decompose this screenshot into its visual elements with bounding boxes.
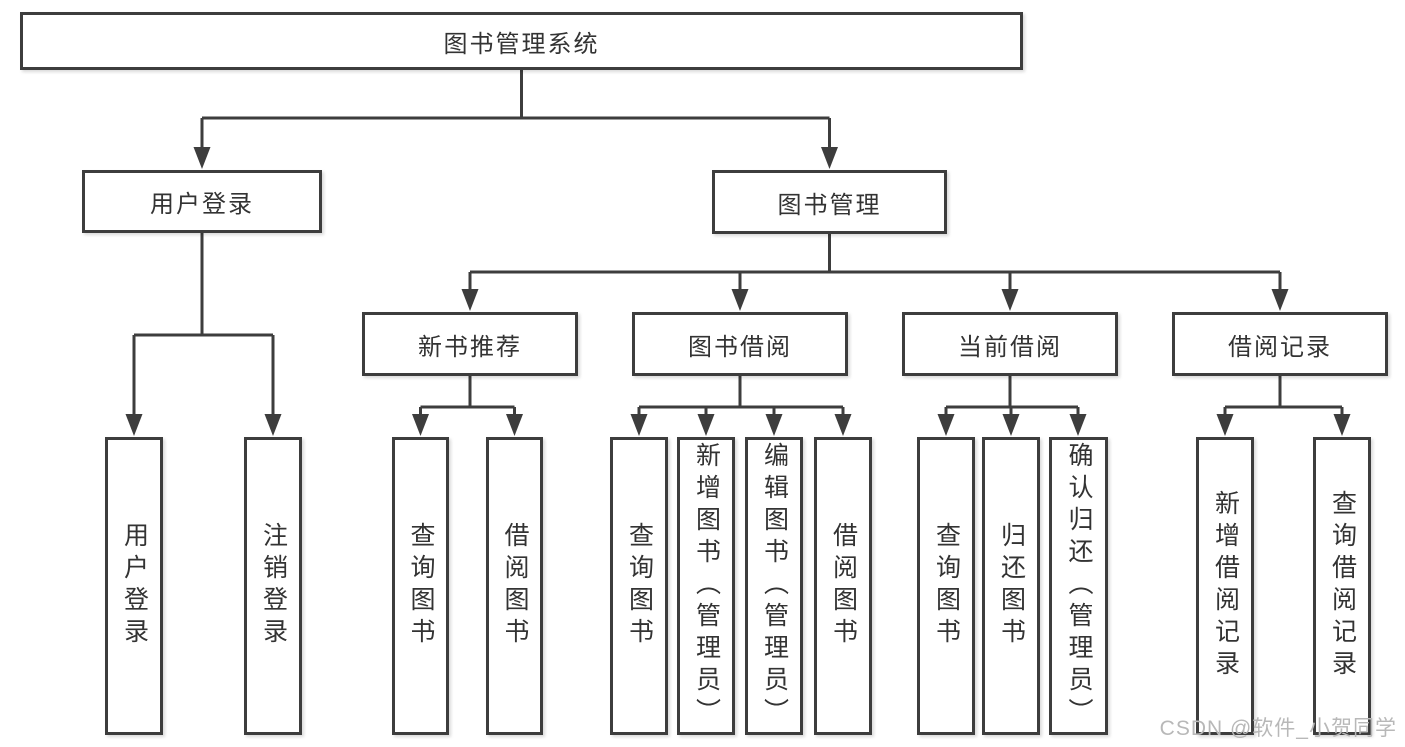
node-user-login-label: 用户登录: [150, 191, 254, 218]
leaf-user-login-label: 用户登录: [120, 522, 149, 650]
connector-current-borrow-to-leaves: [944, 376, 1080, 418]
leaf-edit-book-admin-label: 编辑图书（管理员）: [760, 442, 789, 730]
arrow-down-icon: [821, 147, 838, 169]
connector-borrow-records-to-leaves: [1223, 376, 1344, 418]
arrow-down-icon: [731, 289, 749, 311]
leaf-edit-book-admin: 编辑图书（管理员）: [745, 437, 803, 735]
arrow-down-icon: [506, 414, 523, 436]
node-new-book-recommend-label: 新书推荐: [418, 333, 522, 361]
leaf-add-book-admin: 新增图书（管理员）: [677, 437, 735, 735]
leaf-return-book: 归还图书: [982, 437, 1040, 735]
node-root-label: 图书管理系统: [443, 30, 600, 58]
arrow-down-icon: [1333, 414, 1351, 436]
leaf-add-book-admin-label: 新增图书（管理员）: [692, 442, 721, 730]
leaf-query-book-2: 查询图书: [610, 437, 668, 735]
arrow-down-icon: [1069, 414, 1087, 436]
connector-user-login-to-leaves: [132, 233, 275, 418]
arrow-down-icon: [461, 289, 479, 311]
leaf-query-book-1-label: 查询图书: [407, 522, 435, 650]
leaf-query-book-2-label: 查询图书: [625, 522, 654, 650]
node-book-borrow: 图书借阅: [632, 312, 848, 376]
node-current-borrow-label: 当前借阅: [958, 333, 1062, 361]
arrow-down-icon: [193, 147, 211, 169]
arrow-down-icon: [1001, 289, 1019, 311]
arrow-down-icon: [765, 414, 783, 436]
leaf-logout-label: 注销登录: [259, 522, 288, 650]
leaf-confirm-return-admin: 确认归还（管理员）: [1049, 437, 1108, 735]
arrow-down-icon: [264, 414, 282, 436]
arrow-down-icon: [412, 414, 429, 436]
leaf-borrow-book-2-label: 借阅图书: [829, 522, 858, 650]
connector-book-mgmt-to-level3: [468, 234, 1282, 294]
leaf-add-borrow-record: 新增借阅记录: [1196, 437, 1254, 735]
arrow-down-icon: [697, 414, 715, 436]
connector-new-book-to-leaves: [419, 376, 516, 418]
arrow-down-icon: [937, 414, 955, 436]
node-new-book-recommend: 新书推荐: [362, 312, 578, 376]
node-user-login: 用户登录: [82, 170, 322, 233]
node-borrow-records-label: 借阅记录: [1228, 333, 1332, 361]
leaf-logout: 注销登录: [244, 437, 302, 735]
leaf-query-book-1: 查询图书: [392, 437, 449, 735]
node-root: 图书管理系统: [20, 12, 1023, 70]
arrow-down-icon: [834, 414, 852, 436]
leaf-add-borrow-record-label: 新增借阅记录: [1211, 490, 1240, 682]
node-book-borrow-label: 图书借阅: [688, 333, 792, 361]
node-book-mgmt: 图书管理: [712, 170, 947, 234]
leaf-return-book-label: 归还图书: [997, 522, 1026, 650]
arrow-down-icon: [630, 414, 648, 436]
leaf-query-borrow-record-label: 查询借阅记录: [1328, 490, 1357, 682]
node-book-mgmt-label: 图书管理: [777, 191, 882, 219]
leaf-query-book-3-label: 查询图书: [932, 522, 961, 650]
leaf-borrow-book-2: 借阅图书: [814, 437, 872, 735]
leaf-query-book-3: 查询图书: [917, 437, 975, 735]
leaf-borrow-book-1: 借阅图书: [486, 437, 543, 735]
leaf-user-login: 用户登录: [105, 437, 163, 735]
leaf-confirm-return-admin-label: 确认归还（管理员）: [1065, 442, 1093, 730]
node-current-borrow: 当前借阅: [902, 312, 1118, 376]
connector-lines: [132, 70, 1344, 418]
node-borrow-records: 借阅记录: [1172, 312, 1388, 376]
connector-book-borrow-to-leaves: [637, 376, 845, 418]
arrowheads: [125, 147, 1351, 436]
leaf-query-borrow-record: 查询借阅记录: [1313, 437, 1371, 735]
arrow-down-icon: [1002, 414, 1020, 436]
arrow-down-icon: [1216, 414, 1234, 436]
leaf-borrow-book-1-label: 借阅图书: [501, 522, 529, 650]
connector-root-to-level2: [200, 70, 831, 152]
arrow-down-icon: [1271, 289, 1289, 311]
watermark: CSDN @软件_小贺同学: [1159, 717, 1397, 740]
arrow-down-icon: [125, 414, 143, 436]
